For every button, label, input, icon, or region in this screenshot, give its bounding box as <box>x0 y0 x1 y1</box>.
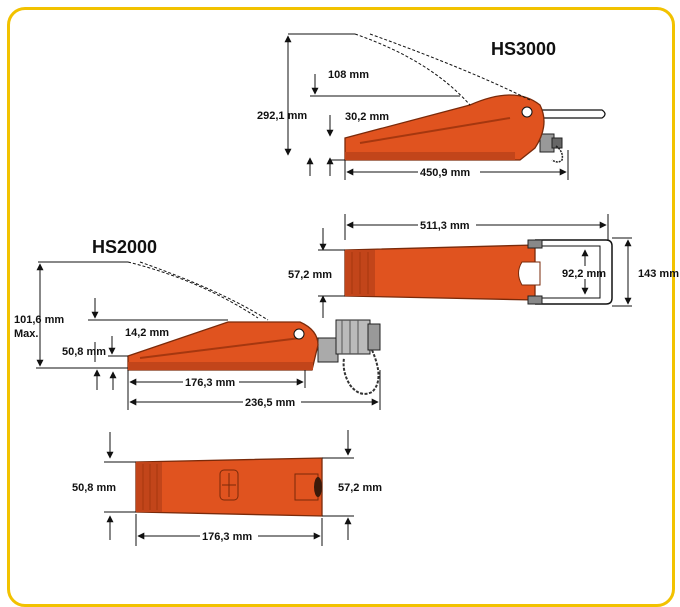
hs3000-height-label: 292,1 mm <box>257 110 307 122</box>
hs3000-group: HS3000 292,1 mm 108 mm 30,2 mm 4 <box>257 33 606 180</box>
top-view-slot <box>518 261 541 286</box>
top-view-handle <box>535 239 613 305</box>
hs3000-length-label: 450,9 mm <box>420 167 470 179</box>
hs2000-jaw-line <box>139 337 301 359</box>
top-view-outer-label: 143 mm <box>638 268 679 280</box>
hs2000-max-label: Max. <box>14 328 38 340</box>
hs3000-handle <box>539 109 606 119</box>
hs3000-108-label: 108 mm <box>328 69 369 81</box>
bottom-view-group: 50,8 mm 57,2 mm 176,3 mm <box>72 430 382 546</box>
yellow-frame <box>7 7 675 607</box>
hs3000-body <box>344 94 545 161</box>
bottom-view-width-label: 57,2 mm <box>338 482 382 494</box>
hs2000-1763-label: 176,3 mm <box>185 377 235 389</box>
hs3000-title: HS3000 <box>491 39 556 59</box>
hs2000-base <box>128 362 313 370</box>
top-view-inner-label: 92,2 mm <box>562 268 606 280</box>
top-view-width-label: 57,2 mm <box>288 269 332 281</box>
top-view-length-label: 511,3 mm <box>420 220 470 232</box>
hs3000-pivot <box>521 106 533 118</box>
hs2000-body <box>127 321 319 371</box>
hs2000-height-label: 101,6 mm <box>14 314 64 326</box>
hs3000-jaw-line <box>359 117 511 144</box>
bottom-view-grip <box>136 462 162 512</box>
bottom-view-height-label: 50,8 mm <box>72 482 116 494</box>
bottom-view-cutout <box>219 469 239 501</box>
hs2000-group: HS2000 101,6 mm Max. 14,2 mm 50,8 m <box>14 237 381 410</box>
hs3000-base <box>345 152 515 160</box>
hs2000-508-label: 50,8 mm <box>62 346 106 358</box>
hs2000-142-label: 14,2 mm <box>125 327 169 339</box>
bottom-view-slot <box>294 473 319 501</box>
top-view-group: 511,3 mm 57,2 mm 92,2 mm 143 mm <box>288 214 679 318</box>
hs2000-pivot <box>293 328 305 340</box>
hs3000-coupler <box>539 133 564 163</box>
hs2000-title: HS2000 <box>92 237 157 257</box>
bottom-view-length-label: 176,3 mm <box>202 531 252 543</box>
hs2000-2365-label: 236,5 mm <box>245 397 295 409</box>
technical-drawing: HS3000 292,1 mm 108 mm 30,2 mm 4 <box>14 33 679 546</box>
hs3000-30-label: 30,2 mm <box>345 111 389 123</box>
hs2000-coupler <box>317 319 381 395</box>
